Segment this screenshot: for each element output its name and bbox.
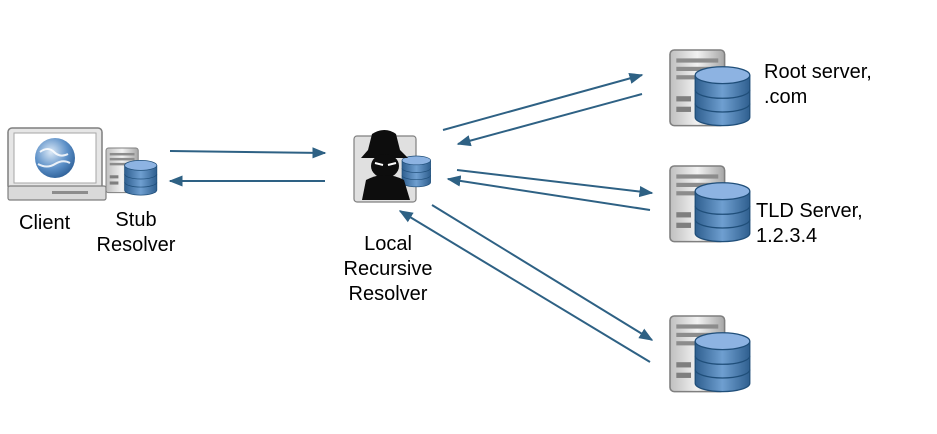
authoritative-server-icon [669, 315, 751, 393]
tld-server-label: TLD Server, 1.2.3.4 [756, 199, 863, 249]
query-arrow-local-to-root [442, 72, 644, 131]
local-resolver-hacker-icon [353, 130, 431, 203]
stub-resolver-label-line2: Resolver [96, 234, 176, 256]
local-resolver-label-line3: Resolver [348, 283, 428, 305]
root-server-icon [669, 49, 751, 127]
response-arrow-tld-to-local [446, 175, 651, 211]
query-arrow-stub-to-local [169, 147, 327, 159]
root-server-label: Root server, .com [764, 60, 872, 110]
query-arrow-local-to-tld [456, 169, 654, 198]
root-server-label-line1: Root server, [764, 61, 872, 83]
stub-resolver-server-icon [105, 147, 158, 196]
root-server-label-line2: .com [764, 86, 808, 108]
response-arrow-auth-to-local [398, 210, 651, 363]
stub-resolver-label: Stub Resolver [84, 208, 188, 258]
local-resolver-label: Local Recursive Resolver [326, 232, 450, 307]
stub-resolver-label-line1: Stub [115, 209, 157, 231]
tld-server-icon [669, 165, 751, 243]
query-arrow-local-to-auth [431, 204, 654, 341]
response-arrow-root-to-local [456, 93, 643, 147]
client-computer-icon [7, 127, 107, 201]
tld-server-label-line1: TLD Server, [756, 200, 863, 222]
tld-server-label-line2: 1.2.3.4 [756, 225, 818, 247]
client-label: Client [19, 212, 71, 234]
local-resolver-label-line2: Recursive [343, 258, 433, 280]
local-resolver-label-line1: Local [364, 233, 412, 255]
